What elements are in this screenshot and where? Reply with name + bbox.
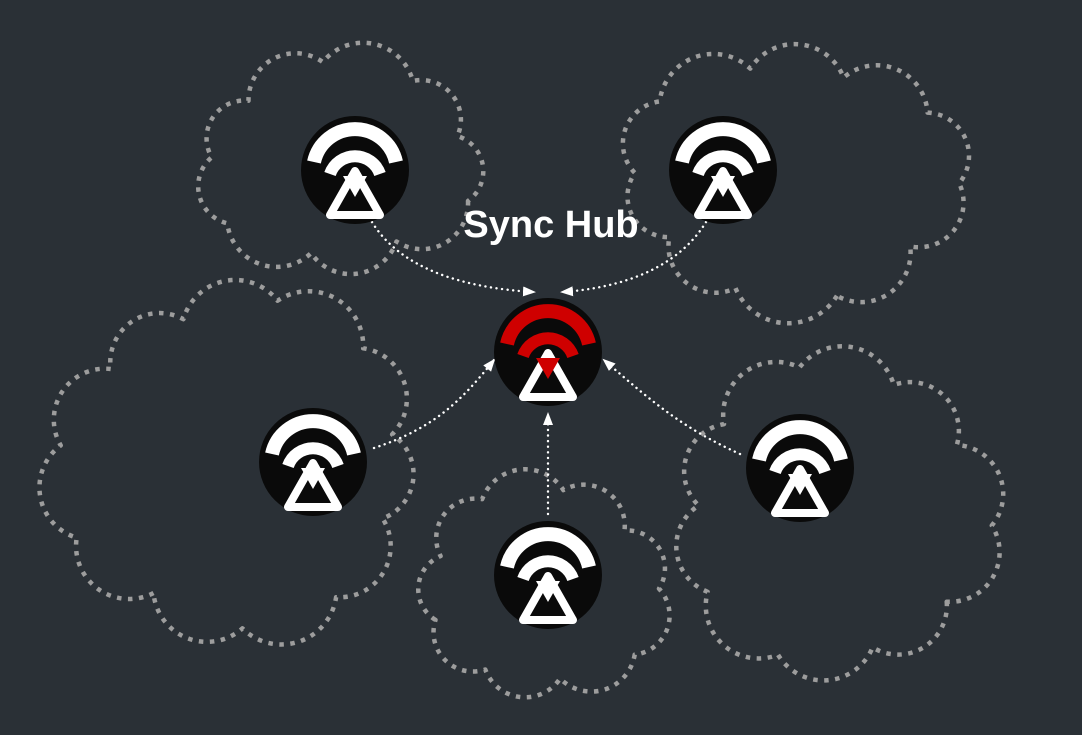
cloud-outline-mid-left [37,277,416,647]
diagram-title: Sync Hub [463,204,638,246]
device-node-top-left [301,116,409,224]
device-node-mid-left [259,408,367,516]
sync-arrow-top-right-to-hub [560,220,708,297]
sync-arrow-mid-right-to-hub [602,358,742,456]
sync-arrow-mid-left-to-hub [372,358,496,450]
sync-device-icon [259,408,367,516]
device-node-mid-right [746,414,854,522]
cloud-outline-top-right [620,41,972,326]
sync-device-icon [746,414,854,522]
sync-hub-node [494,298,602,406]
sync-hub-icon [494,298,602,406]
sync-device-icon [301,116,409,224]
device-node-top-right [669,116,777,224]
sync-device-icon [494,521,602,629]
sync-arrow-top-left-to-hub [370,220,536,297]
device-node-bottom-center [494,521,602,629]
sync-device-icon [669,116,777,224]
cloud-outline-mid-right [674,344,1006,683]
